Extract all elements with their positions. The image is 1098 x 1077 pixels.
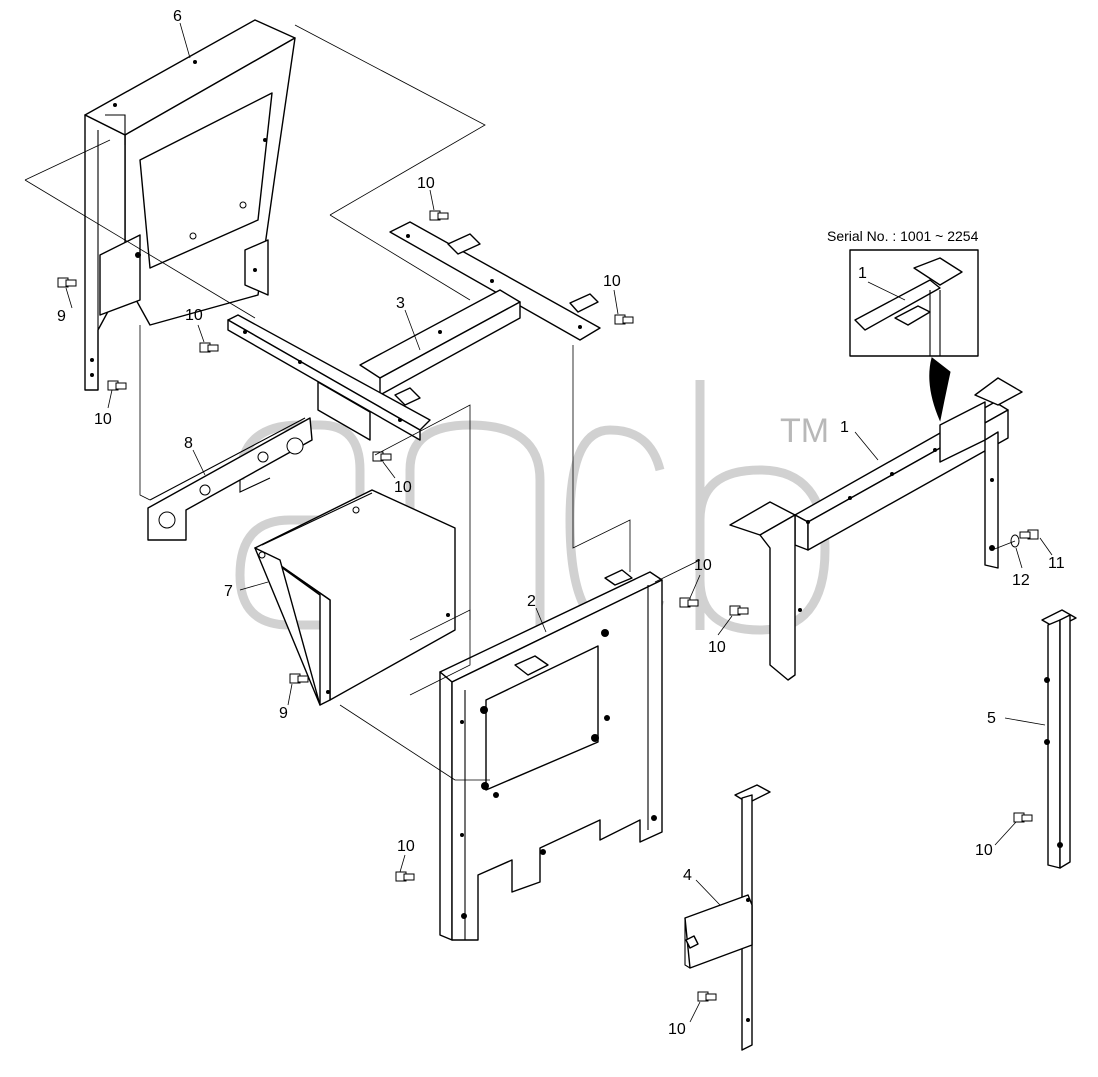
part-8-bracket [147, 417, 313, 541]
callout-3: 3 [396, 295, 405, 312]
part-1-top-frame [729, 377, 1023, 681]
callout-10-rear: 10 [94, 411, 112, 428]
serial-number-label: Serial No. : 1001 ~ 2254 [827, 228, 979, 244]
leader-lines [65, 22, 1053, 1023]
bolt-10i-icon [1013, 812, 1033, 823]
bolt-10g-icon [729, 605, 749, 616]
bolt-11-icon [1019, 529, 1039, 540]
bolt-10f-icon [679, 597, 699, 608]
callout-9-center: 9 [279, 705, 288, 722]
callout-10-post: 10 [975, 842, 993, 859]
callout-2: 2 [527, 593, 536, 610]
callout-10-front: 10 [694, 557, 712, 574]
bolt-10h-icon [395, 871, 415, 882]
bolts [57, 210, 1039, 1002]
callout-10-top: 10 [417, 175, 435, 192]
callout-10-cross: 10 [185, 307, 203, 324]
bolt-10e-icon [372, 451, 392, 462]
assembly-lines [24, 24, 1016, 781]
part-5-post [1041, 609, 1077, 869]
callout-12: 12 [1012, 572, 1030, 589]
part-2-front-frame [439, 569, 663, 941]
callout-9-left: 9 [57, 308, 66, 325]
callout-10-front-right: 10 [708, 639, 726, 656]
bolt-9a-icon [57, 277, 77, 288]
part-6-rear-frame [84, 19, 296, 391]
watermark-trademark: TM [780, 412, 829, 450]
serial-inset: Serial No. : 1001 ~ 2254 1 [827, 228, 979, 422]
callout-5: 5 [987, 710, 996, 727]
callout-8: 8 [184, 435, 193, 452]
part-4-lower-bracket [684, 784, 771, 1051]
callout-10-center: 10 [394, 479, 412, 496]
bolt-10d-icon [614, 314, 634, 325]
callout-1: 1 [840, 419, 849, 436]
bolt-10j-icon [697, 991, 717, 1002]
callout-10-bottom: 10 [668, 1021, 686, 1038]
bolt-9b-icon [289, 673, 309, 684]
callout-6: 6 [173, 8, 182, 25]
part-7-side-plate [254, 489, 456, 706]
callout-7: 7 [224, 583, 233, 600]
callout-10-right-top: 10 [603, 273, 621, 290]
callout-11: 11 [1048, 555, 1065, 572]
callout-10-front-bottom: 10 [397, 838, 415, 855]
part-3-cross-frame [227, 221, 601, 441]
bolt-10c-icon [199, 342, 219, 353]
callouts: 6 9 10 10 10 10 3 10 8 7 9 2 10 10 1 11 … [57, 8, 1065, 1038]
inset-callout: 1 [858, 265, 867, 282]
callout-4: 4 [683, 867, 692, 884]
bolt-10b-icon [429, 210, 449, 221]
bolt-10a-icon [107, 380, 127, 391]
